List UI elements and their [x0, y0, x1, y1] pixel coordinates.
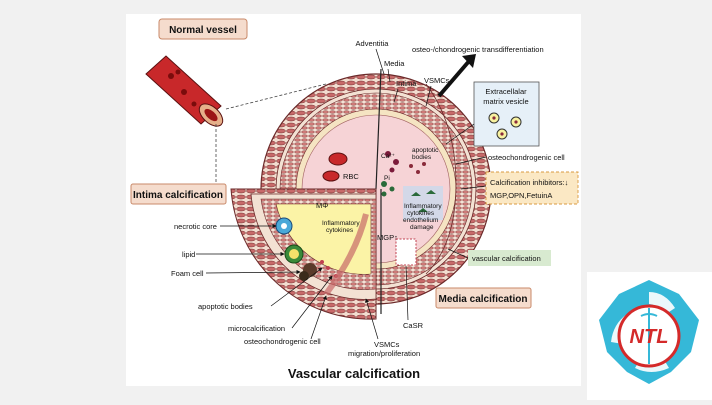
- center-inflam-3: endothelium: [403, 217, 438, 224]
- apoptotic-bodies-2: bodies: [412, 154, 432, 161]
- intima-osteo-pointer: [310, 295, 327, 340]
- ecm-label-line2: matrix vesicle: [483, 97, 528, 106]
- media-label: Media: [384, 59, 405, 68]
- media-calcification-box: Media calcification: [435, 287, 532, 309]
- vsmcs-bottom-2: migration/proliferation: [348, 349, 420, 358]
- wedge-cut: [375, 68, 382, 190]
- vascular-calcification-label: vascular calcification: [472, 254, 541, 263]
- intima-osteo-label: osteochondrogenic cell: [244, 337, 321, 346]
- vsmcs-pointer: [425, 85, 432, 107]
- osteochondrogenic-cell-label: osteochondrogenic cell: [488, 153, 565, 162]
- pi-label: Pi: [384, 175, 390, 182]
- normal-vessel-illustration: [145, 55, 224, 127]
- inhibitors-line2: MGP,OPN,FetuinA: [490, 191, 552, 200]
- foam-cell-label: Foam cell: [171, 269, 204, 278]
- center-inflam-2: cytokines: [407, 210, 435, 217]
- osteo-pointer: [455, 156, 487, 165]
- diagram-panel: Normal vessel: [126, 14, 581, 386]
- media-wedge: [381, 83, 457, 275]
- logo-text: NTL: [630, 326, 669, 348]
- center-inflam-4: damage: [410, 224, 434, 231]
- transdiff-label: osteo-/chondrogenic transdifferentiation: [412, 45, 544, 54]
- ecm-vesicle-box: Extracellalar matrix vesicle: [473, 81, 540, 147]
- center-inflam-1: Inflammatory: [404, 203, 442, 210]
- intima-inflam-2: cytokines: [326, 227, 354, 234]
- inhibitors-box: Calcification inhibitors:↓ MGP,OPN,Fetui…: [485, 171, 579, 205]
- media-calcification-label: Media calcification: [439, 294, 528, 305]
- ntl-logo: NTL: [599, 280, 699, 384]
- apoptotic-bodies-1: apoptotic: [412, 147, 439, 154]
- diagram-title: Vascular calcification: [288, 366, 420, 381]
- rbc-cell: [322, 170, 340, 182]
- necrotic-core-label: necrotic core: [174, 222, 217, 231]
- guide-line-top: [225, 83, 327, 110]
- apoptotic-bodies-label: apoptotic bodies: [198, 302, 253, 311]
- rbc-cell: [328, 152, 348, 166]
- intima-calcification-box: Intima calcification: [130, 183, 227, 205]
- apoptotic-pointer: [270, 267, 323, 307]
- logo-card: NTL: [587, 272, 712, 400]
- microcalc-pointer: [291, 275, 333, 329]
- vsmcs-bottom-1: VSMCs: [374, 340, 400, 349]
- rbc-label: RBC: [343, 172, 359, 181]
- transdiff-arrow: [437, 58, 472, 98]
- intima-label: Intima: [396, 79, 417, 88]
- macrophage-label: MΦ: [316, 201, 328, 210]
- ca-label: Ca²⁺: [381, 153, 395, 160]
- intima-pointer: [393, 88, 399, 103]
- vascular-calcification-diagram: Normal vessel: [130, 18, 579, 381]
- microcalcification-label: microcalcification: [228, 324, 285, 333]
- inhibitors-pointer: [460, 185, 487, 190]
- vsmcs-top-label: VSMCs: [424, 76, 450, 85]
- casr-pointer: [405, 265, 409, 321]
- normal-vessel-label: Normal vessel: [169, 25, 237, 36]
- media-pointer: [387, 68, 391, 83]
- adventitia-label: Adventitia: [356, 39, 390, 48]
- intima-calcification-label: Intima calcification: [133, 190, 223, 201]
- casr-label: CaSR: [403, 321, 424, 330]
- vc-pointer: [447, 248, 469, 259]
- vascular-calcification-box: vascular calcification: [468, 250, 551, 266]
- ecm-pointer: [445, 123, 475, 145]
- mgp-label: MGP↑: [377, 233, 398, 242]
- intima-inflam-1: Inflammatory: [322, 220, 360, 227]
- transdiff-arrowhead: [462, 54, 476, 68]
- lipid-label: lipid: [182, 250, 195, 259]
- inhibitors-line1: Calcification inhibitors:↓: [490, 178, 568, 187]
- foam-pointer: [205, 269, 301, 275]
- adventitia-pointer: [375, 48, 385, 75]
- intima-wedge: [230, 188, 377, 320]
- ecm-label-line1: Extracellalar: [485, 87, 527, 96]
- normal-vessel-box: Normal vessel: [158, 18, 248, 40]
- vsmcs-bottom-pointer: [364, 298, 379, 340]
